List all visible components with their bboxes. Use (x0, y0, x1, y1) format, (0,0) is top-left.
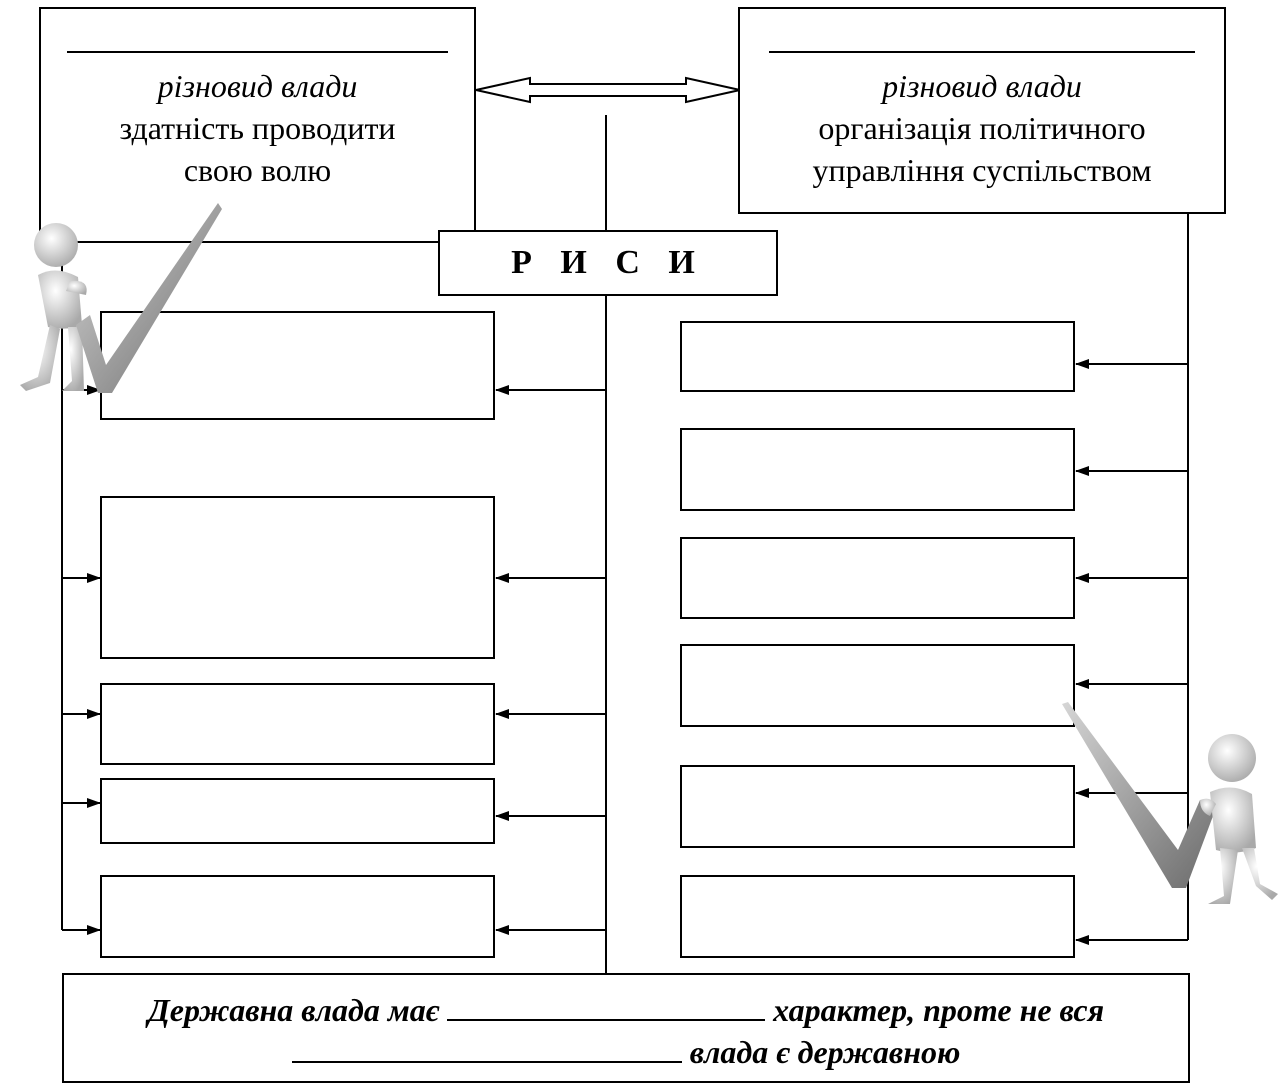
conclusion-line1: Державна влада має характер, проте не вс… (147, 992, 1105, 1028)
left-description-line2: свою волю (183, 152, 332, 188)
right-type-label: різновид влади (882, 68, 1082, 104)
right-feature-box-6[interactable] (680, 875, 1075, 958)
left-feature-box-4[interactable] (100, 778, 495, 844)
checkmark-icon (76, 203, 222, 393)
left-feature-box-2[interactable] (100, 496, 495, 659)
right-description-line2: управління суспільством (812, 152, 1152, 188)
left-type-label: різновид влади (157, 68, 358, 104)
left-power-type-box: різновид влади здатність проводити свою … (39, 7, 476, 243)
left-feature-box-3[interactable] (100, 683, 495, 765)
right-feature-box-3[interactable] (680, 537, 1075, 619)
right-feature-box-5[interactable] (680, 765, 1075, 848)
checkmark-icon (1062, 702, 1216, 888)
right-feature-box-1[interactable] (680, 321, 1075, 392)
conclusion-line2: влада є державною (64, 1031, 1188, 1073)
blank-power-field[interactable] (291, 1035, 682, 1063)
double-arrow-icon (475, 76, 741, 104)
left-feature-box-1[interactable] (100, 311, 495, 420)
left-description-line1: здатність проводити (119, 110, 396, 146)
leaning-figure-icon (1062, 702, 1278, 904)
right-feature-box-4[interactable] (680, 644, 1075, 727)
features-header: Р И С И (438, 230, 778, 296)
conclusion-box: Державна влада має характер, проте не вс… (62, 973, 1190, 1083)
right-blank-line[interactable] (740, 21, 1224, 65)
right-description-line1: організація політичного (818, 110, 1146, 146)
thinking-figure-icon (20, 203, 222, 393)
blank-character-field[interactable] (447, 993, 766, 1021)
left-blank-line[interactable] (41, 21, 474, 65)
right-feature-box-2[interactable] (680, 428, 1075, 511)
right-power-type-box: різновид влади організація політичного у… (738, 7, 1226, 214)
left-feature-box-5[interactable] (100, 875, 495, 958)
